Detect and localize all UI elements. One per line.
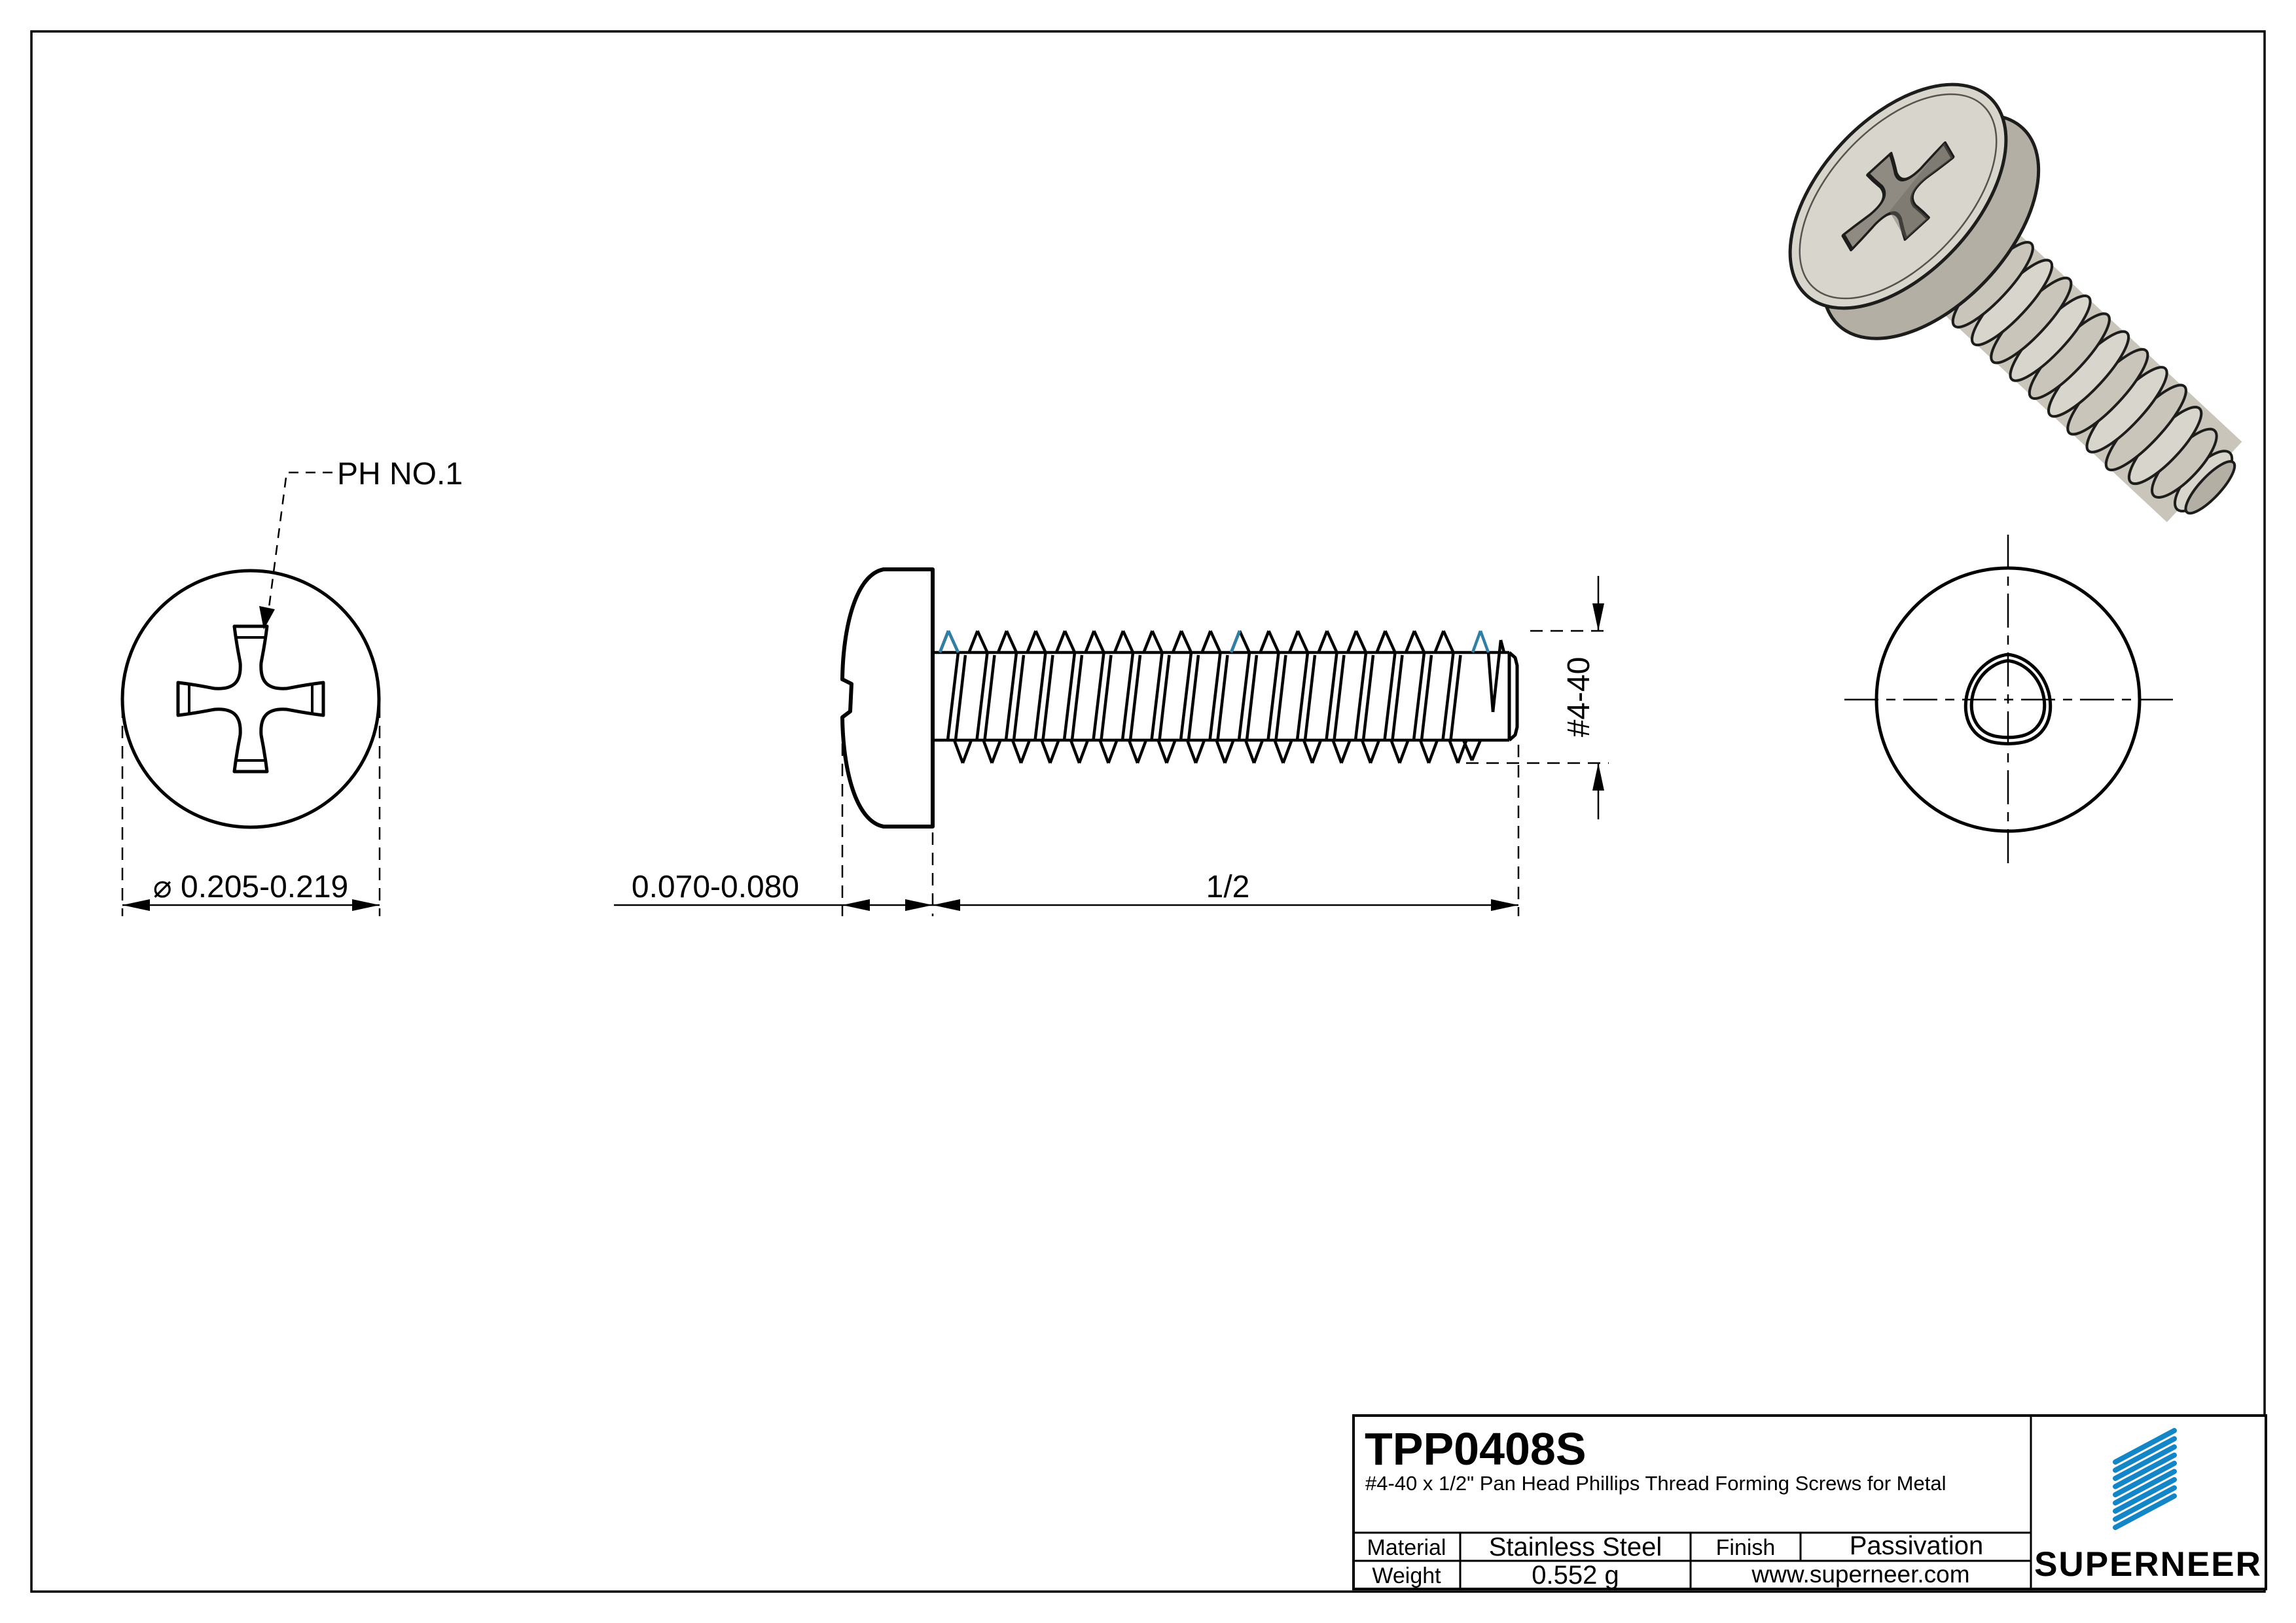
logo-stripes-icon xyxy=(2113,1428,2177,1530)
dia-arrow-right xyxy=(352,899,380,911)
head-side-profile xyxy=(840,567,935,829)
phillips-recess-3d xyxy=(1841,141,1955,252)
website-link[interactable]: www.superneer.com xyxy=(1751,1561,1969,1588)
front-view: PH NO.1 ⌀ 0.205-0.219 xyxy=(120,457,463,916)
len-arrow-right xyxy=(1491,899,1518,911)
page-border xyxy=(30,30,2266,1593)
end-view xyxy=(1844,535,2177,865)
brand-name: SUPERNEER xyxy=(2034,1545,2262,1584)
part-description: #4-40 x 1/2" Pan Head Phillips Thread Fo… xyxy=(1365,1472,1946,1495)
hh-arrow-right xyxy=(905,899,933,911)
phillips-cross xyxy=(176,624,325,774)
ph-label: PH NO.1 xyxy=(337,457,463,491)
weight-value: 0.552 g xyxy=(1532,1561,1619,1590)
dia-arrow-left xyxy=(122,899,150,911)
part-number: TPP0408S xyxy=(1365,1423,1587,1474)
len-arrow-left xyxy=(933,899,960,911)
finish-value: Passivation xyxy=(1850,1531,1984,1560)
screw-3d-render xyxy=(1788,82,2242,522)
tip-3d xyxy=(2184,460,2236,515)
head-height-dim: 0.070-0.080 xyxy=(632,870,799,904)
material-label: Material xyxy=(1367,1535,1446,1560)
hh-arrow-left xyxy=(842,899,870,911)
tip-chamfer xyxy=(1508,651,1519,741)
thread-length-dim: 1/2 xyxy=(1206,870,1250,904)
head-face-rim-line xyxy=(1799,93,1998,300)
thread-profile xyxy=(938,630,1506,764)
trilobe-shape xyxy=(1965,654,2050,744)
weight-label: Weight xyxy=(1372,1563,1441,1588)
finish-label: Finish xyxy=(1716,1535,1776,1560)
ph-leader-arrow xyxy=(259,606,275,630)
head-back-circle xyxy=(1874,566,2142,833)
material-value: Stainless Steel xyxy=(1489,1533,1662,1561)
thr-arrow-bot xyxy=(1592,763,1604,791)
thr-arrow-top xyxy=(1592,603,1604,631)
ph-leader-line xyxy=(268,471,332,608)
head-diameter-dim: ⌀ 0.205-0.219 xyxy=(153,870,348,904)
brand-logo: SUPERNEER xyxy=(2034,1428,2262,1584)
title-block: TPP0408S #4-40 x 1/2" Pan Head Phillips … xyxy=(1352,1414,2267,1590)
thread-size-dim: #4-40 xyxy=(1562,657,1596,738)
side-view: 0.070-0.080 1/2 #4-40 xyxy=(614,567,1609,916)
